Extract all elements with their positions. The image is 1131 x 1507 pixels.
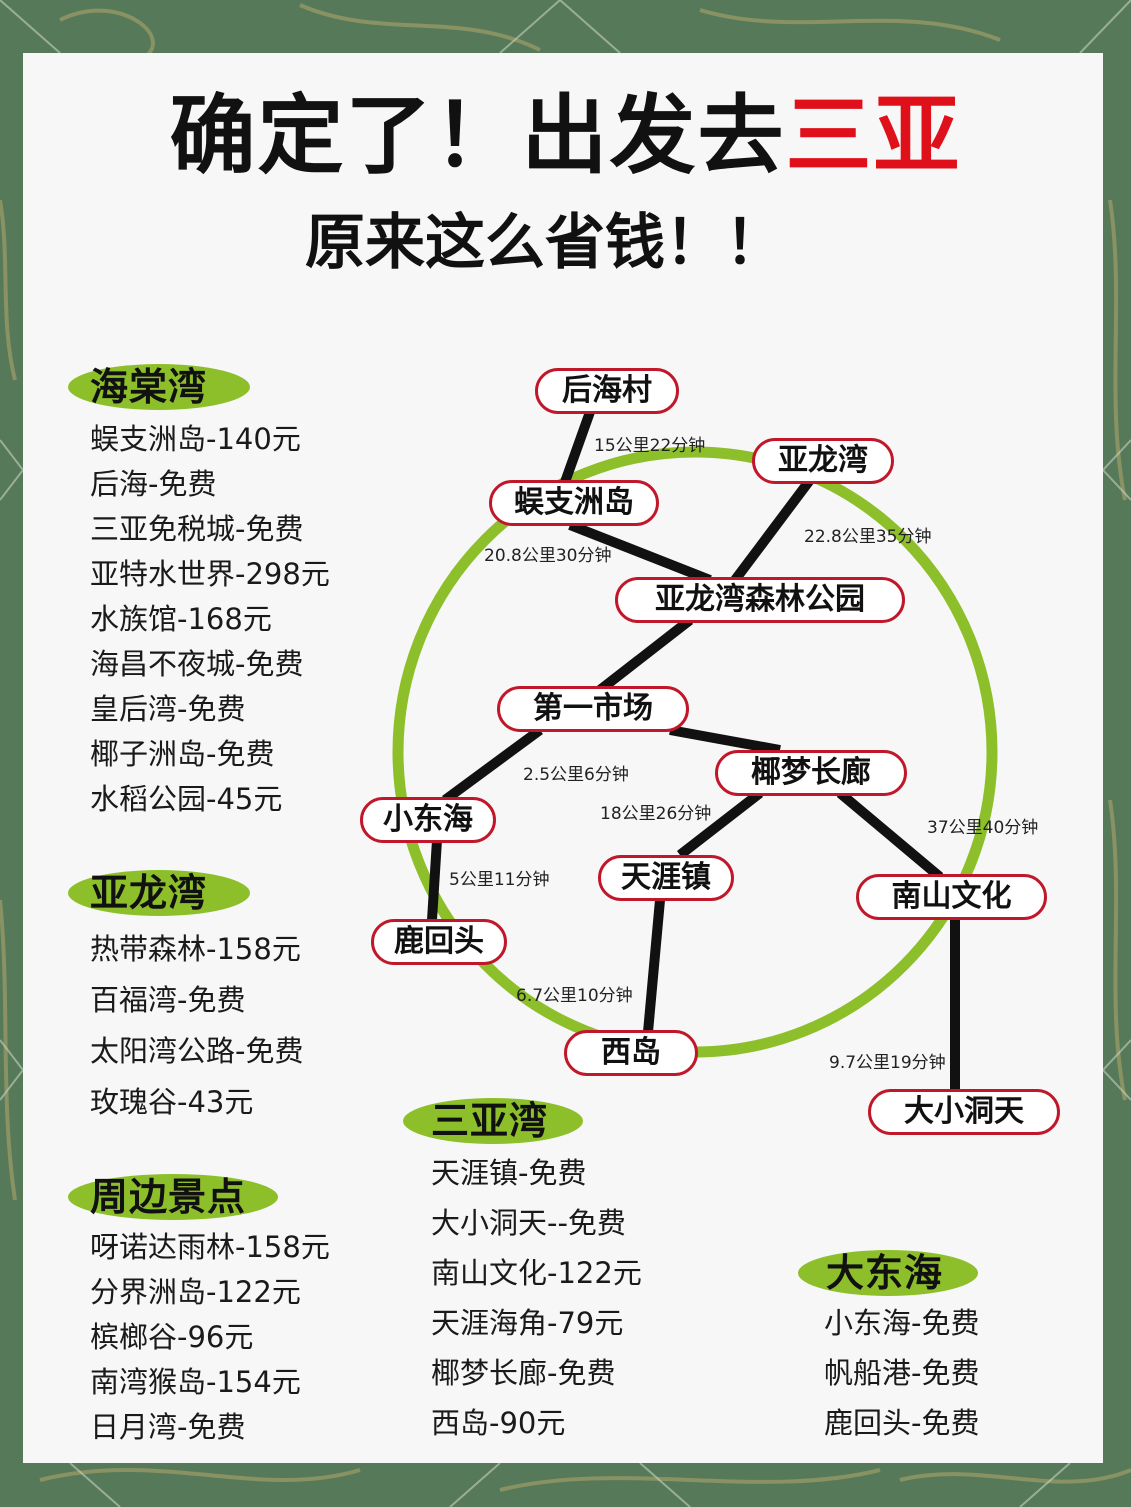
- list-item: 南山文化-122元: [431, 1256, 642, 1290]
- map-node-houhaicun: 后海村: [535, 368, 679, 414]
- section-header: 亚龙湾: [68, 870, 250, 916]
- section-header: 海棠湾: [68, 364, 250, 410]
- content-card: [23, 53, 1103, 1463]
- section-dadonghai: 大东海 小东海-免费 帆船港-免费 鹿回头-免费: [798, 1250, 1058, 1450]
- distance-label: 6.7公里10分钟: [516, 986, 633, 1006]
- map-node-nanshan: 南山文化: [856, 874, 1047, 920]
- list-item: 三亚免税城-免费: [90, 512, 304, 546]
- list-item: 日月湾-免费: [90, 1410, 246, 1444]
- section-yalongwan: 亚龙湾 热带森林-158元 百福湾-免费 太阳湾公路-免费 玫瑰谷-43元: [68, 870, 368, 1130]
- list-item: 天涯镇-免费: [431, 1156, 587, 1190]
- list-item: 鹿回头-免费: [824, 1406, 980, 1440]
- section-header: 周边景点: [68, 1174, 278, 1220]
- map-node-luhuitou: 鹿回头: [371, 919, 507, 965]
- list-item: 南湾猴岛-154元: [90, 1365, 301, 1399]
- list-item: 西岛-90元: [431, 1406, 566, 1440]
- distance-label: 37公里40分钟: [927, 818, 1039, 838]
- list-item: 水稻公园-45元: [90, 782, 283, 816]
- section-header: 大东海: [798, 1250, 978, 1296]
- list-item: 亚特水世界-298元: [90, 557, 330, 591]
- list-item: 热带森林-158元: [90, 932, 301, 966]
- section-haitangwan: 海棠湾 蜈支洲岛-140元 后海-免费 三亚免税城-免费 亚特水世界-298元 …: [68, 364, 368, 821]
- list-item: 椰梦长廊-免费: [431, 1356, 616, 1390]
- section-sanyawan: 三亚湾 天涯镇-免费 大小洞天--免费 南山文化-122元 天涯海角-79元 椰…: [403, 1098, 703, 1450]
- map-node-diyi-shichang: 第一市场: [497, 686, 689, 732]
- map-node-yemeng: 椰梦长廊: [715, 750, 907, 796]
- list-item: 蜈支洲岛-140元: [90, 422, 301, 456]
- list-item: 水族馆-168元: [90, 602, 272, 636]
- list-item: 大小洞天--免费: [431, 1206, 626, 1240]
- distance-label: 5公里11分钟: [449, 870, 550, 890]
- list-item: 太阳湾公路-免费: [90, 1034, 304, 1068]
- title-main: 确定了！出发去: [169, 85, 786, 186]
- list-item: 分界洲岛-122元: [90, 1275, 301, 1309]
- list-item: 玫瑰谷-43元: [90, 1085, 254, 1119]
- list-item: 帆船港-免费: [824, 1356, 980, 1390]
- map-node-wuzhizhou: 蜈支洲岛: [489, 480, 659, 526]
- distance-label: 15公里22分钟: [594, 436, 706, 456]
- list-item: 皇后湾-免费: [90, 692, 246, 726]
- distance-label: 22.8公里35分钟: [804, 527, 932, 547]
- list-item: 百福湾-免费: [90, 983, 246, 1017]
- list-item: 天涯海角-79元: [431, 1306, 624, 1340]
- map-node-xidao: 西岛: [564, 1030, 698, 1076]
- distance-label: 18公里26分钟: [600, 804, 712, 824]
- list-item: 海昌不夜城-免费: [90, 647, 304, 681]
- map-node-daxiao: 大小洞天: [868, 1089, 1060, 1135]
- distance-label: 9.7公里19分钟: [829, 1053, 946, 1073]
- map-node-yalongwan-forest: 亚龙湾森林公园: [615, 577, 905, 623]
- map-node-tianya: 天涯镇: [598, 855, 734, 901]
- map-node-xiaodonghai: 小东海: [360, 797, 496, 843]
- list-item: 椰子洲岛-免费: [90, 737, 275, 771]
- list-item: 小东海-免费: [824, 1306, 980, 1340]
- list-item: 槟榔谷-96元: [90, 1320, 254, 1354]
- title-accent: 三亚: [785, 85, 962, 186]
- section-header: 三亚湾: [403, 1098, 583, 1144]
- map-node-yalongwan: 亚龙湾: [752, 438, 894, 484]
- distance-label: 20.8公里30分钟: [484, 546, 612, 566]
- distance-label: 2.5公里6分钟: [523, 765, 629, 785]
- page-subtitle: 原来这么省钱！！: [305, 208, 785, 278]
- list-item: 后海-免费: [90, 467, 217, 501]
- page-title: 确定了！出发去三亚: [0, 86, 1131, 186]
- list-item: 呀诺达雨林-158元: [90, 1230, 330, 1264]
- section-zhoubian: 周边景点 呀诺达雨林-158元 分界洲岛-122元 槟榔谷-96元 南湾猴岛-1…: [68, 1174, 388, 1449]
- route-lines: [427, 410, 960, 1090]
